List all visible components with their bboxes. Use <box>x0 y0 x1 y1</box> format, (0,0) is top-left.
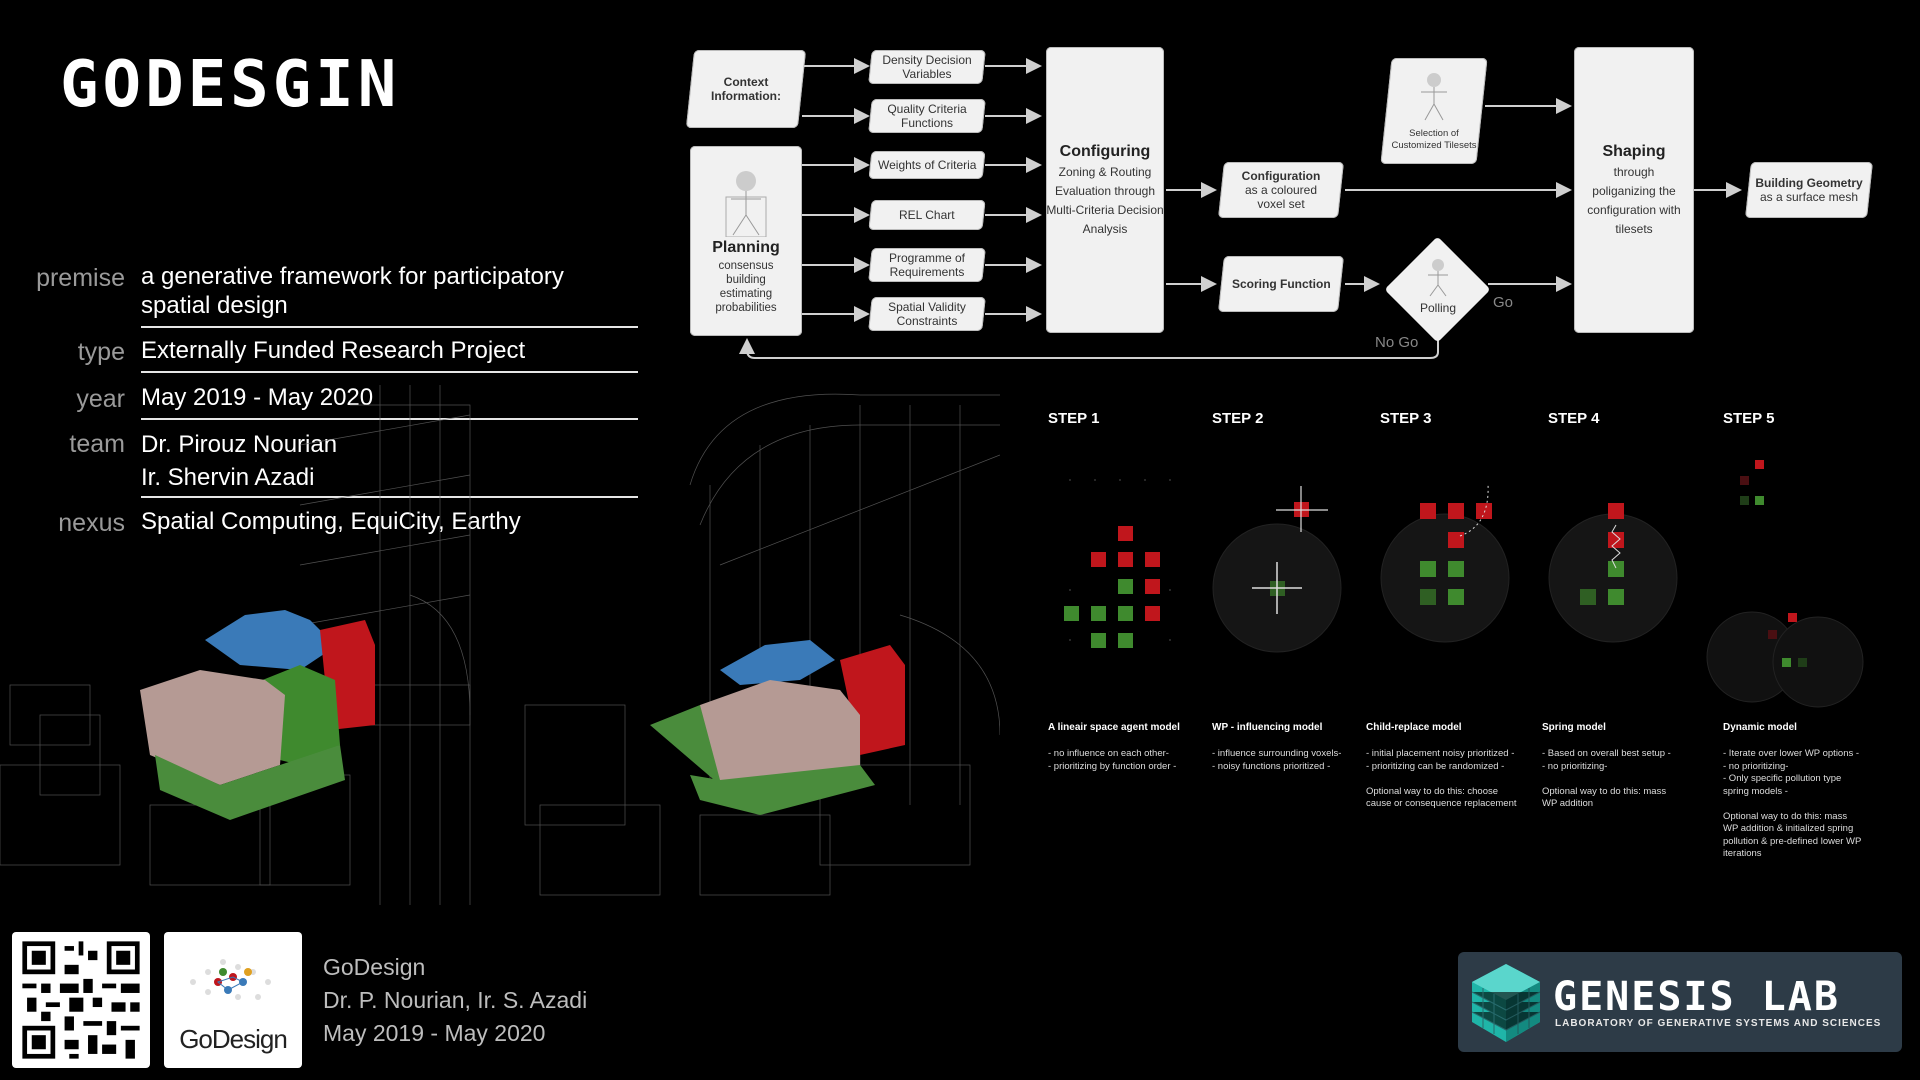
input-box: REL Chart <box>868 200 986 230</box>
person-icon <box>1428 259 1448 297</box>
info-value: a generative framework for participatory… <box>141 262 638 320</box>
scoring-label: Scoring Function <box>1231 277 1331 291</box>
step-title: STEP 5 <box>1723 410 1775 427</box>
shaping-title: Shaping <box>1602 143 1666 160</box>
genesis-cube-icon <box>1471 964 1541 1042</box>
dot-grid <box>1069 479 1171 641</box>
input-box: Density Decision Variables <box>868 50 986 84</box>
footer-project: GoDesign <box>323 954 426 980</box>
input-box: Weights of Criteria <box>868 151 986 179</box>
planning-title: Planning <box>712 239 780 256</box>
geometry-title: Building Geometry <box>1755 176 1863 190</box>
input-label: Programme of Requirements <box>888 251 966 279</box>
configuration-sub: as a coloured voxel set <box>1244 183 1318 211</box>
step-description: - Iterate over lower WP options - - no p… <box>1723 748 1862 859</box>
step5-diagram <box>1706 460 1864 708</box>
step-title: STEP 4 <box>1548 410 1600 427</box>
godesign-logo-text: GoDesign <box>179 1024 288 1054</box>
info-line-text: Ir. Shervin Azadi <box>141 464 315 491</box>
step1-diagram <box>1064 526 1160 648</box>
step-caption: Spring model <box>1542 722 1606 733</box>
step2-diagram <box>1212 486 1342 653</box>
planning-sub: consensus building estimating probabilit… <box>715 260 777 314</box>
divider <box>141 496 638 498</box>
godesign-logo-icon <box>190 959 271 1000</box>
step-description: - influence surrounding voxels- - noisy … <box>1212 748 1342 772</box>
step-title: STEP 1 <box>1048 410 1100 427</box>
shaping-sub: through poliganizing the configuration w… <box>1587 165 1681 236</box>
input-label: Density Decision Variables <box>882 53 972 81</box>
footer-dates: May 2019 - May 2020 <box>323 1020 546 1046</box>
divider <box>141 326 638 328</box>
step-description: - Based on overall best setup - - no pri… <box>1542 748 1671 809</box>
tilesets-label: Selection of Customized Tilesets <box>1391 128 1477 151</box>
input-label: Weights of Criteria <box>877 158 977 172</box>
godesign-logo: GoDesign <box>164 932 302 1068</box>
input-box: Programme of Requirements <box>868 248 986 282</box>
page-title: GODESGIN <box>60 48 401 122</box>
info-label: nexus <box>58 509 125 537</box>
lab-subtitle: LABORATORY OF GENERATIVE SYSTEMS AND SCI… <box>1555 1018 1882 1029</box>
scoring-function-box: Scoring Function <box>1218 256 1344 312</box>
step-caption: Dynamic model <box>1723 722 1797 733</box>
input-label: Spatial Validity Constraints <box>888 300 966 328</box>
geometry-sub: as a surface mesh <box>1759 190 1859 204</box>
step3-diagram <box>1380 483 1510 643</box>
configuring-sub: Zoning & Routing Evaluation through Mult… <box>1046 165 1164 236</box>
info-line-text: a generative framework for participatory <box>141 263 564 290</box>
genesis-lab-logo[interactable]: GENESIS LAB LABORATORY OF GENERATIVE SYS… <box>1458 952 1902 1052</box>
info-label: year <box>76 385 125 413</box>
info-value: Spatial Computing, EquiCity, Earthy <box>141 508 521 535</box>
info-line-text: spatial design <box>141 292 288 319</box>
nogo-label: No Go <box>1375 334 1419 351</box>
step-diagrams <box>1064 460 1864 708</box>
configuring-title: Configuring <box>1059 143 1151 160</box>
step-caption: Child-replace model <box>1366 722 1462 733</box>
step-description: - initial placement noisy prioritized - … <box>1366 748 1517 809</box>
planning-box: Planning consensus building estimating p… <box>690 146 802 336</box>
lab-name: GENESIS LAB <box>1553 974 1840 1020</box>
configuring-box: Configuring Zoning & Routing Evaluation … <box>1046 47 1164 333</box>
step-description: - no influence on each other- - prioriti… <box>1048 748 1177 772</box>
context-information-box: Context Information: <box>685 50 807 128</box>
tilesets-box: Selection of Customized Tilesets <box>1380 58 1488 164</box>
info-value: Externally Funded Research Project <box>141 337 526 364</box>
qr-code-icon <box>22 941 140 1059</box>
info-label: team <box>69 430 125 458</box>
step-title: STEP 3 <box>1380 410 1432 427</box>
input-label: REL Chart <box>899 208 955 222</box>
input-box: Spatial Validity Constraints <box>868 297 986 331</box>
divider <box>141 371 638 373</box>
person-icon <box>1420 73 1447 121</box>
divider <box>141 418 638 420</box>
person-icon <box>725 171 767 237</box>
footer-authors: Dr. P. Nourian, Ir. S. Azadi <box>323 987 588 1013</box>
info-label: type <box>77 338 125 366</box>
wireframe-context-right <box>524 393 1000 896</box>
qr-code[interactable] <box>12 932 150 1068</box>
configuration-title: Configuration <box>1241 169 1321 183</box>
step-caption: A lineair space agent model <box>1048 722 1180 733</box>
input-box: Quality Criteria Functions <box>868 99 986 133</box>
voxel-massing-left <box>140 610 375 820</box>
shaping-box: Shaping through poliganizing the configu… <box>1574 47 1694 333</box>
go-label: Go <box>1493 294 1514 311</box>
context-label: Context Information: <box>711 75 781 103</box>
polling-diamond: Polling <box>1384 236 1491 343</box>
step4-diagram <box>1548 503 1678 643</box>
step-caption: WP - influencing model <box>1212 722 1323 733</box>
voxel-renders <box>0 385 1000 905</box>
info-label: premise <box>36 264 125 292</box>
polling-label: Polling <box>1419 301 1457 315</box>
info-value: May 2019 - May 2020 <box>141 384 374 411</box>
step-title: STEP 2 <box>1212 410 1264 427</box>
voxel-massing-right <box>650 640 905 815</box>
input-label: Quality Criteria Functions <box>887 102 967 130</box>
